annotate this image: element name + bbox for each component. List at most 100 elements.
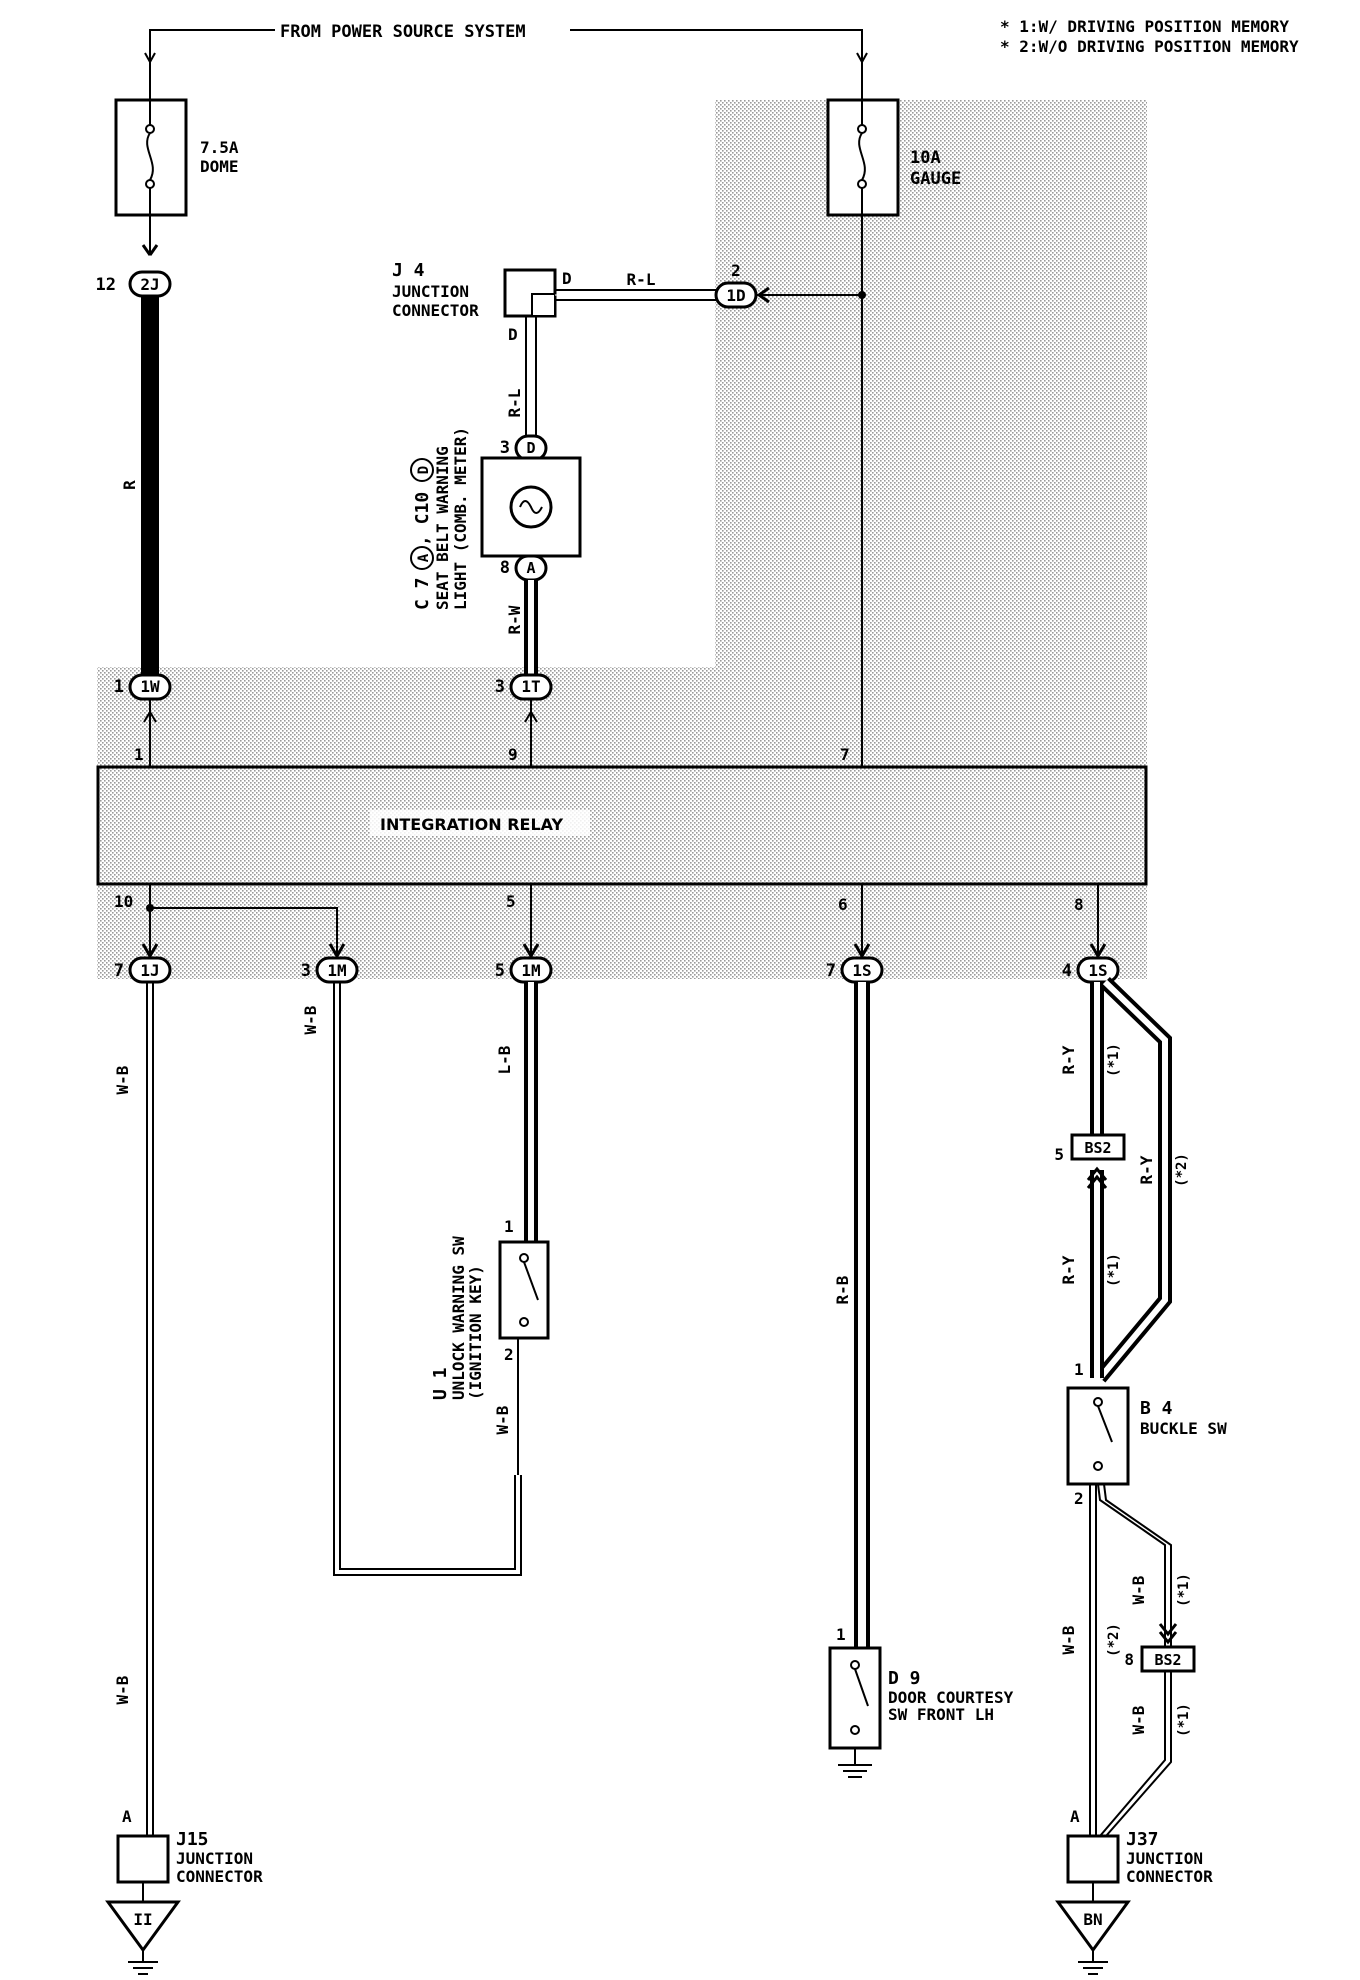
wire-r-l: R-L R-L: [504, 270, 716, 436]
wire-r-y-route: R-Y (*1) R-Y (*2) R-Y (*1): [1058, 976, 1190, 1383]
buckle-switch: 1 2 B 4 BUCKLE SW: [1066, 1360, 1227, 1508]
svg-text:7: 7: [114, 961, 124, 981]
svg-text:10: 10: [114, 892, 133, 911]
fuse-gauge-name: GAUGE: [910, 169, 961, 189]
junction-connector-j4: J 4 JUNCTION CONNECTOR D D: [392, 260, 572, 344]
svg-text:1M: 1M: [327, 961, 346, 980]
svg-text:1S: 1S: [852, 961, 871, 980]
svg-text:BN: BN: [1083, 1910, 1102, 1929]
svg-text:(*1): (*1): [1176, 1703, 1192, 1737]
fuse-dome-amp: 7.5A: [200, 138, 239, 157]
svg-text:1T: 1T: [521, 677, 540, 696]
fuse-dome-name: DOME: [200, 157, 239, 176]
unlock-warning-switch: 1 2 W-B U 1 UNLOCK WARNING SW (IGNITION …: [430, 1217, 550, 1475]
svg-text:5: 5: [495, 961, 505, 981]
connector-1s-pin7: 7 1S: [826, 956, 884, 984]
svg-text:R-B: R-B: [833, 1275, 852, 1304]
connector-1w: 1 1W: [114, 673, 172, 767]
svg-text:2: 2: [1074, 1489, 1084, 1508]
svg-text:R-L: R-L: [627, 270, 656, 289]
svg-text:BS2: BS2: [1084, 1139, 1111, 1157]
svg-text:R-Y: R-Y: [1059, 1255, 1078, 1284]
connector-1m-pin5: 5 1M: [495, 956, 553, 984]
seat-belt-warning-light: 3 D 8 A C 7 A , C10 D SEAT BELT WARNING …: [410, 427, 582, 610]
svg-text:2J: 2J: [140, 275, 159, 294]
svg-text:1W: 1W: [140, 677, 160, 696]
connector-1m-pin3: 3 1M: [301, 956, 359, 984]
junction-connector-j37: A BN J37 JUNCTION CONNECTOR: [1055, 1807, 1213, 1975]
svg-text:W-B: W-B: [1129, 1705, 1148, 1734]
svg-text:W-B: W-B: [1059, 1625, 1078, 1654]
svg-text:(IGNITION KEY): (IGNITION KEY): [466, 1265, 485, 1400]
svg-text:(*1): (*1): [1106, 1043, 1122, 1077]
svg-text:CONNECTOR: CONNECTOR: [392, 301, 479, 320]
svg-text:CONNECTOR: CONNECTOR: [176, 1867, 263, 1886]
svg-text:SW FRONT LH: SW FRONT LH: [888, 1705, 994, 1724]
svg-text:8: 8: [500, 558, 510, 578]
svg-text:3: 3: [500, 438, 510, 458]
svg-text:(*1): (*1): [1176, 1573, 1192, 1607]
svg-text:JUNCTION: JUNCTION: [392, 282, 469, 301]
wire-w-b-loop: W-B: [300, 982, 522, 1576]
connector-bs2-top: 5 BS2: [1054, 1133, 1126, 1189]
svg-text:R-Y: R-Y: [1059, 1045, 1078, 1074]
svg-text:D 9: D 9: [888, 1668, 921, 1689]
svg-text:DOOR COURTESY: DOOR COURTESY: [888, 1688, 1014, 1707]
svg-text:UNLOCK WARNING SW: UNLOCK WARNING SW: [449, 1236, 468, 1400]
svg-text:5: 5: [506, 892, 516, 911]
wire-l-b: L-B: [494, 982, 538, 1242]
connector-1s-pin4: 4 1S: [1062, 956, 1120, 984]
svg-text:1: 1: [134, 745, 144, 764]
svg-text:JUNCTION: JUNCTION: [176, 1849, 253, 1868]
svg-text:LIGHT (COMB. METER): LIGHT (COMB. METER): [451, 427, 470, 610]
svg-text:6: 6: [838, 895, 848, 914]
note-2: * 2:W/O DRIVING POSITION MEMORY: [1000, 37, 1299, 56]
svg-text:1: 1: [1074, 1360, 1084, 1379]
connector-bs2-bottom: 8 BS2: [1124, 1645, 1196, 1673]
svg-text:W-B: W-B: [113, 1675, 132, 1704]
svg-text:L-B: L-B: [495, 1045, 514, 1074]
svg-text:BS2: BS2: [1154, 1651, 1181, 1669]
svg-text:JUNCTION: JUNCTION: [1126, 1849, 1203, 1868]
svg-text:(*1): (*1): [1106, 1253, 1122, 1287]
svg-text:J37: J37: [1126, 1829, 1159, 1850]
svg-text:2: 2: [504, 1345, 514, 1364]
svg-text:W-B: W-B: [1129, 1575, 1148, 1604]
svg-text:SEAT BELT WARNING: SEAT BELT WARNING: [433, 446, 452, 610]
svg-text:R-W: R-W: [505, 605, 524, 634]
svg-text:INTEGRATION RELAY: INTEGRATION RELAY: [380, 815, 564, 834]
power-source-bus: FROM POWER SOURCE SYSTEM: [144, 22, 868, 70]
connector-2j: 12 2J: [96, 270, 172, 298]
svg-text:1M: 1M: [521, 961, 540, 980]
svg-text:5: 5: [1054, 1145, 1064, 1164]
svg-text:C 7: C 7: [412, 577, 433, 610]
connector-1j: 7 1J: [114, 956, 172, 984]
svg-text:D: D: [526, 439, 535, 457]
svg-text:1D: 1D: [726, 286, 745, 305]
svg-text:(*2): (*2): [1174, 1153, 1190, 1187]
svg-text:II: II: [133, 1910, 152, 1929]
wire-r-b: R-B: [832, 982, 870, 1648]
svg-text:A: A: [122, 1807, 132, 1826]
svg-text:(*2): (*2): [1106, 1623, 1122, 1657]
note-1: * 1:W/ DRIVING POSITION MEMORY: [1000, 17, 1289, 36]
svg-text:J15: J15: [176, 1829, 209, 1850]
svg-text:W-B: W-B: [301, 1005, 320, 1034]
svg-text:1: 1: [114, 677, 124, 697]
fuse-gauge-amp: 10A: [910, 148, 941, 168]
svg-text:, C10: , C10: [412, 492, 433, 546]
svg-text:A: A: [1070, 1807, 1080, 1826]
svg-text:U 1: U 1: [430, 1367, 451, 1400]
svg-text:J 4: J 4: [392, 260, 425, 281]
svg-text:A: A: [416, 553, 432, 562]
wire-r-w: R-W: [504, 580, 538, 680]
svg-text:1S: 1S: [1088, 961, 1107, 980]
wire-r: R: [118, 296, 159, 676]
svg-text:3: 3: [495, 677, 505, 697]
svg-text:2: 2: [731, 261, 741, 280]
relay-bottom-lines: [141, 884, 1107, 959]
svg-text:D: D: [508, 325, 518, 344]
svg-text:8: 8: [1074, 895, 1084, 914]
svg-text:W-B: W-B: [493, 1405, 512, 1434]
